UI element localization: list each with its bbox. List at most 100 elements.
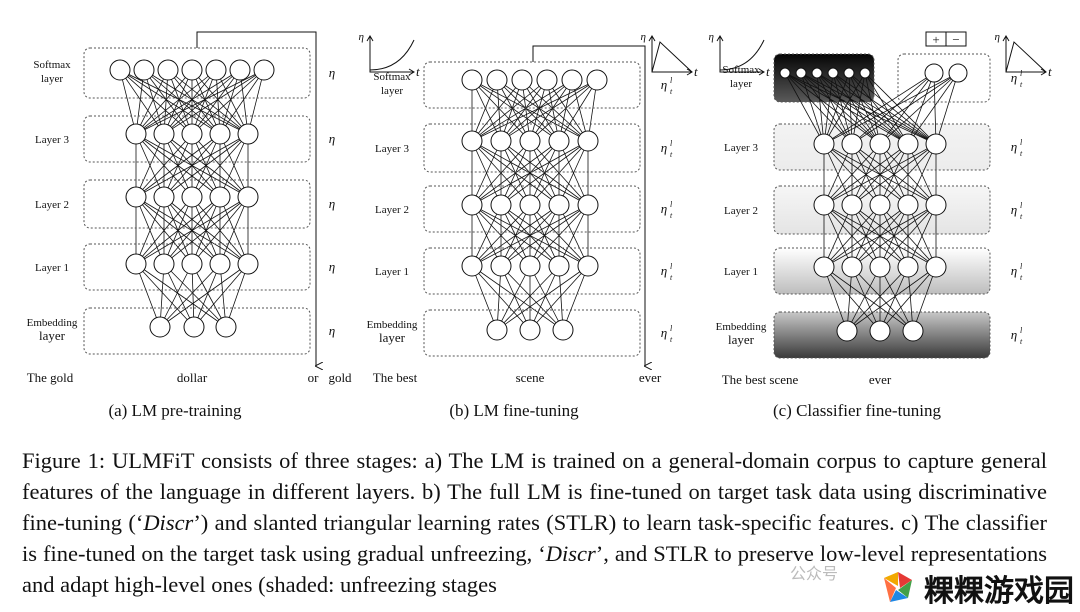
axis-eta-label: η: [709, 31, 714, 43]
connection-line: [135, 69, 193, 135]
connection-line: [907, 204, 937, 268]
watermark-text: 粿粿游戏园: [924, 574, 1074, 609]
neuron-node: [209, 253, 231, 275]
input-word: gold: [328, 370, 352, 385]
layer-frame: [83, 115, 311, 163]
learning-rate-superscript: l: [1020, 326, 1023, 335]
layer-frame: [773, 53, 875, 103]
learning-rate-label: η: [1011, 70, 1017, 85]
panel-subtitle: (b) LM fine-tuning: [449, 401, 579, 420]
connection-line: [135, 263, 227, 328]
learning-rate-subscript: t: [1020, 80, 1023, 89]
connection-line: [500, 79, 573, 142]
learning-rate-superscript: l: [670, 324, 673, 333]
axis-arrowhead: [366, 35, 374, 42]
learning-rate-superscript: l: [670, 262, 673, 271]
neuron-node: [237, 123, 259, 145]
neuron-node: [519, 194, 541, 216]
neuron-node: [869, 133, 891, 155]
input-word: The gold: [27, 370, 74, 385]
connection-line: [848, 72, 853, 145]
learning-rate-label: η: [1011, 139, 1017, 154]
neuron-node: [925, 256, 947, 278]
neuron-node: [577, 194, 599, 216]
connection-line: [823, 72, 834, 145]
connection-line: [500, 140, 589, 206]
neuron-node: [869, 256, 891, 278]
neuron-node: [183, 316, 205, 338]
connection-line: [851, 72, 959, 145]
connection-line: [471, 265, 564, 331]
connection-line: [193, 263, 221, 328]
connection-line: [823, 204, 881, 268]
connection-line: [163, 133, 249, 198]
connection-line: [800, 72, 881, 145]
connection-line: [907, 266, 914, 332]
connection-line: [558, 204, 589, 267]
connection-line: [135, 263, 161, 328]
neuron-node: [205, 59, 227, 81]
neuron-node: [490, 194, 512, 216]
connection-line: [912, 266, 937, 332]
connection-line: [471, 79, 560, 142]
neuron-node: [490, 130, 512, 152]
watermark-faint: 公众号: [790, 564, 839, 583]
connection-line: [471, 204, 560, 267]
frozen-softmax-node: [811, 67, 823, 79]
neuron-node: [215, 316, 237, 338]
connection-line: [558, 265, 564, 331]
layer-label: Layer 3: [724, 142, 758, 154]
layer-label: Embedding: [716, 321, 767, 333]
connection-line: [191, 69, 221, 135]
connection-line: [823, 204, 853, 268]
connection-line: [159, 263, 221, 328]
learning-rate-label: η: [329, 196, 335, 211]
neuron-node: [209, 123, 231, 145]
neuron-node: [486, 319, 508, 341]
layer-label: layer: [41, 73, 63, 85]
learning-rate-subscript: t: [670, 87, 673, 96]
neuron-node: [902, 320, 924, 342]
connection-line: [163, 69, 265, 135]
axis-t-label: t: [1048, 64, 1052, 79]
connection-line: [848, 72, 881, 145]
connection-line: [191, 69, 217, 135]
connection-line: [879, 143, 937, 206]
connection-line: [935, 72, 959, 145]
neuron-node: [897, 194, 919, 216]
watermark: 粿粿游戏园: [878, 566, 1074, 610]
connection-line: [135, 196, 165, 265]
layer-label: Layer 3: [35, 134, 69, 146]
connection-line: [219, 263, 227, 328]
layer-label: Layer 1: [724, 266, 758, 278]
connection-line: [823, 204, 909, 268]
connection-line: [529, 265, 564, 331]
connection-line: [239, 69, 249, 135]
connection-line: [496, 265, 502, 331]
connection-line: [800, 72, 909, 145]
layer-label: Layer 2: [724, 205, 758, 217]
caption-lead: Figure 1: ULMFiT consists of three stage…: [22, 448, 1047, 535]
connection-line: [219, 133, 249, 198]
connection-line: [823, 143, 853, 206]
input-word: ever: [639, 370, 662, 385]
connection-line: [471, 79, 498, 142]
connection-line: [500, 265, 564, 331]
connection-line: [163, 263, 195, 328]
neuron-node: [519, 130, 541, 152]
connection-line: [823, 72, 959, 145]
axis-eta-label: η: [359, 31, 364, 43]
learning-rate-label: η: [1011, 202, 1017, 217]
connection-line: [851, 204, 937, 268]
input-word: ever: [869, 372, 892, 387]
connection-line: [471, 265, 531, 331]
connection-line: [500, 79, 548, 142]
connection-line: [219, 196, 249, 265]
connection-line: [864, 72, 909, 145]
neuron-node: [461, 255, 483, 277]
learning-rate-subscript: t: [1020, 149, 1023, 158]
connection-line: [471, 265, 498, 331]
caption-discr-2: Discr: [545, 541, 596, 566]
output-node: [948, 63, 968, 83]
connection-line: [119, 69, 221, 135]
